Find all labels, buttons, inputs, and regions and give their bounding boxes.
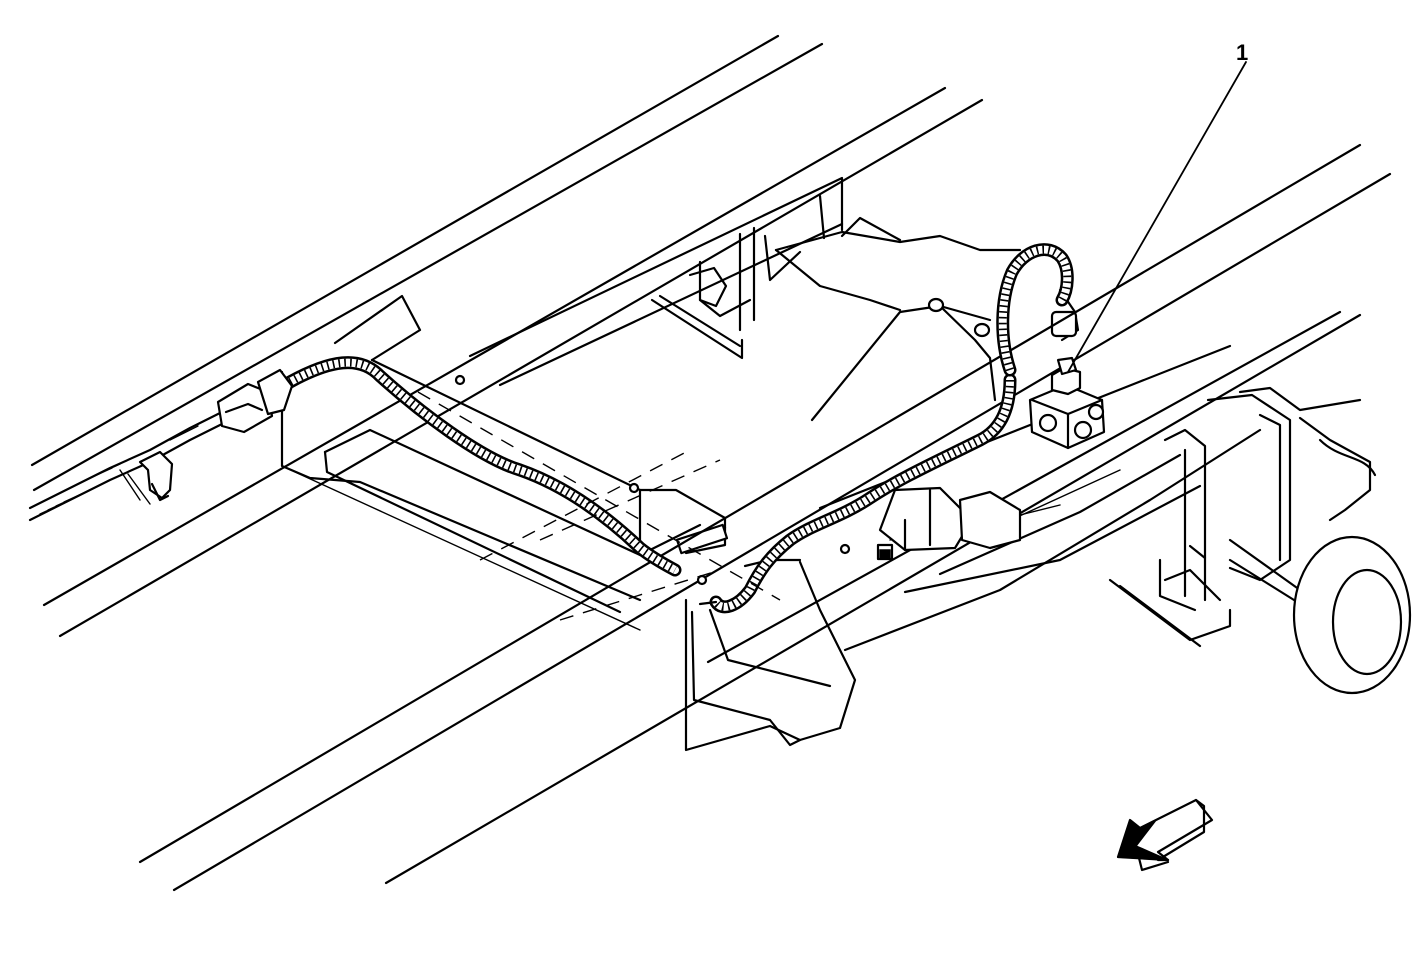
left-frame-rail	[30, 34, 984, 638]
brake-valve	[1028, 356, 1106, 450]
right-frame-rail	[138, 143, 1392, 892]
axle-housing	[774, 216, 1080, 422]
fasteners	[454, 374, 851, 586]
wiring-harness	[283, 243, 1074, 614]
direction-arrow-icon	[1116, 798, 1214, 872]
u-bolt-right	[1158, 393, 1292, 612]
callout-1: 1	[1067, 40, 1248, 373]
left-harness-bundle	[28, 368, 294, 522]
rear-crossmember	[468, 176, 844, 387]
rear-axle	[1108, 386, 1412, 695]
callout-1-label: 1	[1236, 40, 1248, 65]
spring-hanger	[684, 558, 857, 752]
centerline	[417, 391, 781, 621]
